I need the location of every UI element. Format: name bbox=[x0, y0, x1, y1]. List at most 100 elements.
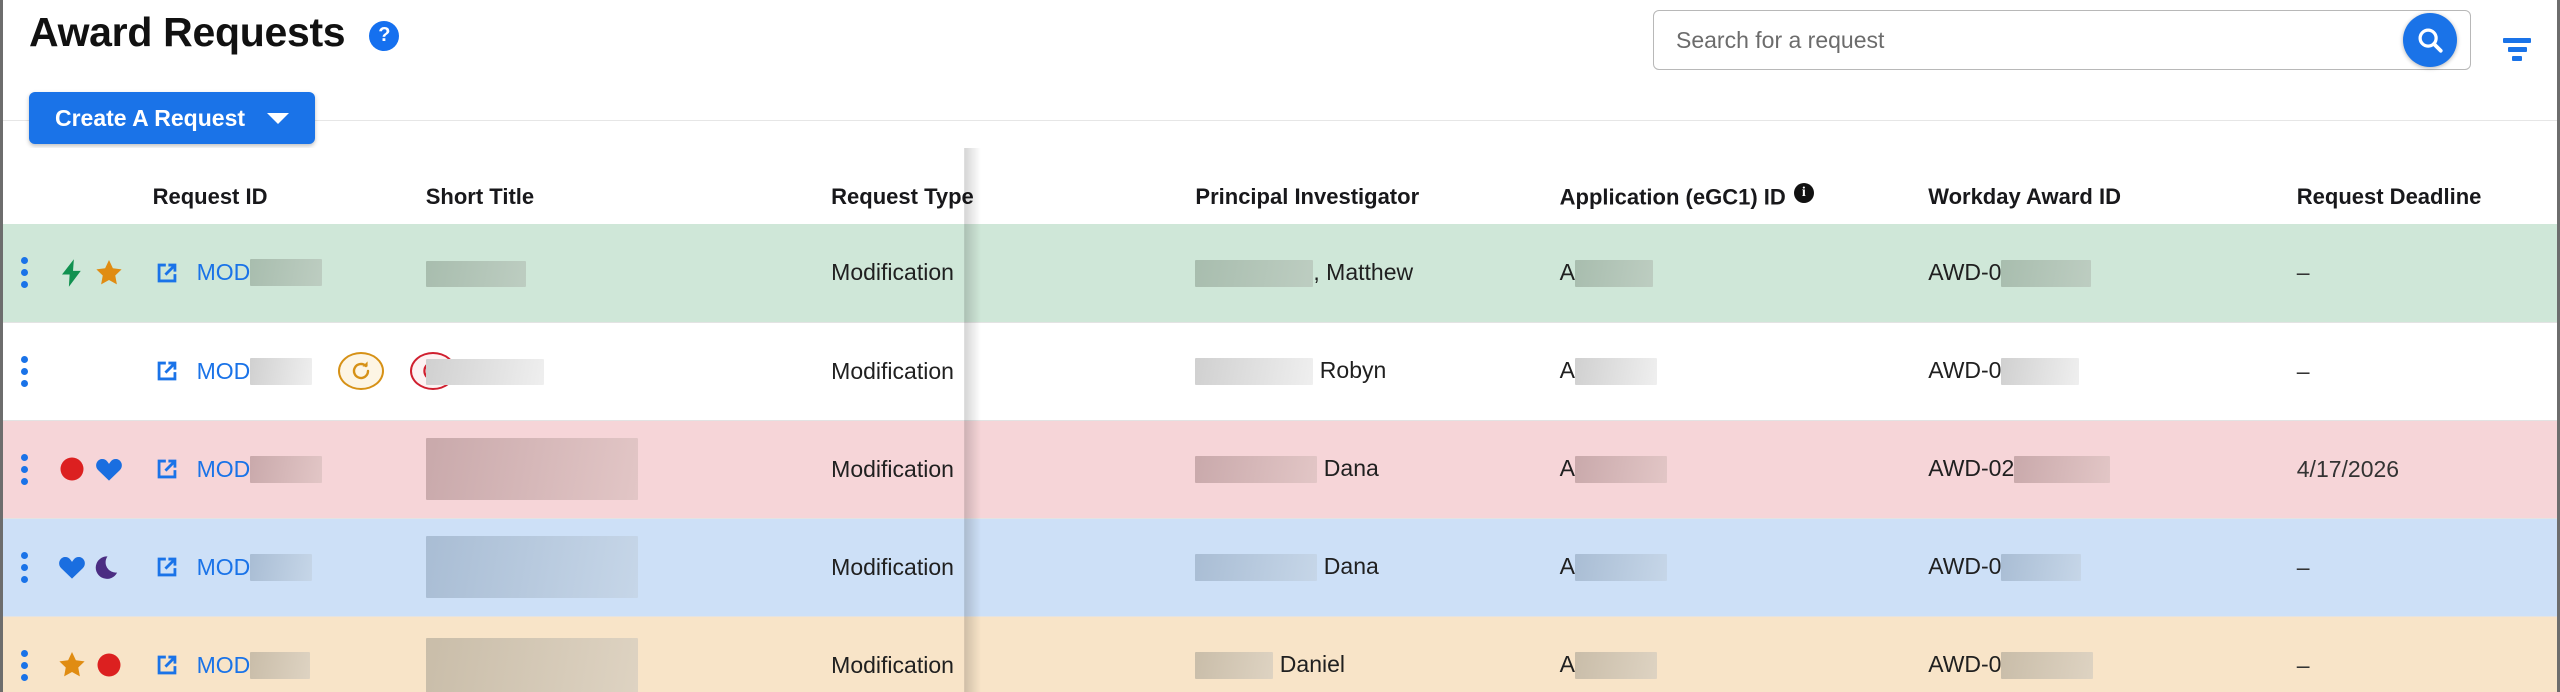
request-type-cell: Modification bbox=[831, 455, 954, 482]
col-short-title[interactable]: Short Title bbox=[425, 148, 832, 224]
external-link-icon[interactable] bbox=[153, 357, 181, 385]
application-egc1-id-prefix: A bbox=[1559, 552, 1575, 579]
application-egc1-id-cell: A bbox=[1560, 322, 1929, 420]
request-deadline-value: – bbox=[2296, 357, 2310, 384]
kebab-dot bbox=[21, 563, 28, 571]
request-id-link[interactable]: MOD bbox=[197, 259, 323, 287]
filter-bar-bottom bbox=[2512, 56, 2522, 61]
request-id-prefix: MOD bbox=[196, 651, 251, 678]
kebab-dot bbox=[21, 649, 28, 657]
row-actions-cell[interactable] bbox=[3, 518, 57, 616]
workday-award-id-cell: AWD-0 bbox=[1928, 322, 2297, 420]
request-deadline-cell: – bbox=[2297, 322, 2557, 420]
redacted-value bbox=[1195, 456, 1318, 484]
request-id-cell[interactable]: MOD bbox=[153, 616, 426, 692]
heart-blue-icon bbox=[96, 459, 123, 481]
kebab-dot bbox=[21, 257, 28, 265]
request-id-link[interactable]: MOD bbox=[196, 455, 323, 483]
row-flags-cell bbox=[57, 224, 152, 322]
request-id-cell[interactable]: MOD bbox=[153, 420, 426, 518]
more-options-icon[interactable] bbox=[21, 257, 29, 289]
col-workday-award-id[interactable]: Workday Award ID bbox=[1928, 148, 2297, 224]
request-id-cell[interactable]: MOD bbox=[153, 518, 426, 616]
kebab-dot bbox=[21, 673, 28, 681]
short-title-cell bbox=[425, 224, 831, 322]
kebab-dot bbox=[21, 575, 28, 583]
table-header: Request ID Short Title Request Type Prin… bbox=[3, 148, 2557, 224]
request-id-link[interactable]: MOD bbox=[196, 651, 311, 679]
external-link-icon[interactable] bbox=[153, 553, 181, 581]
kebab-dot bbox=[21, 477, 28, 485]
short-title-cell bbox=[425, 420, 831, 518]
kebab-dot bbox=[21, 281, 28, 289]
more-options-icon[interactable] bbox=[21, 453, 29, 485]
title-row: Award Requests ? bbox=[29, 9, 400, 55]
row-actions-cell[interactable] bbox=[3, 224, 57, 322]
redacted-value bbox=[1195, 358, 1314, 386]
principal-investigator-name: Dana bbox=[1317, 552, 1379, 579]
more-options-icon[interactable] bbox=[21, 649, 29, 681]
request-id-link[interactable]: MOD bbox=[197, 357, 313, 385]
header-divider bbox=[3, 120, 2557, 121]
create-a-request-label: Create A Request bbox=[55, 104, 246, 131]
col-request-type[interactable]: Request Type bbox=[831, 148, 1196, 224]
request-deadline-cell: 4/17/2026 bbox=[2297, 420, 2557, 518]
refresh-badge-amber[interactable] bbox=[338, 352, 385, 390]
workday-award-id-cell: AWD-02 bbox=[1928, 420, 2297, 518]
request-deadline-cell: – bbox=[2297, 616, 2557, 692]
row-actions-cell[interactable] bbox=[3, 616, 57, 692]
row-actions-cell[interactable] bbox=[3, 420, 57, 518]
kebab-dot bbox=[21, 453, 28, 461]
help-icon[interactable]: ? bbox=[369, 20, 400, 51]
request-id-wrap: MOD bbox=[153, 553, 426, 581]
redacted-value bbox=[425, 358, 544, 385]
external-link-icon[interactable] bbox=[153, 455, 181, 483]
request-type-cell: Modification bbox=[831, 259, 954, 286]
info-icon[interactable]: i bbox=[1793, 182, 1814, 203]
col-principal-investigator[interactable]: Principal Investigator bbox=[1195, 148, 1560, 224]
redacted-value bbox=[2001, 652, 2094, 680]
request-id-cell[interactable]: MOD bbox=[153, 322, 457, 420]
circle-red-icon bbox=[97, 653, 121, 677]
search-input[interactable] bbox=[1654, 11, 2470, 69]
external-link-icon[interactable] bbox=[153, 651, 181, 679]
requests-table-container: Request ID Short Title Request Type Prin… bbox=[3, 148, 2557, 692]
filter-icon[interactable] bbox=[2499, 38, 2535, 68]
request-id-cell[interactable]: MOD bbox=[153, 224, 426, 322]
redacted-value bbox=[2001, 554, 2082, 582]
principal-investigator-cell: , Matthew bbox=[1195, 224, 1559, 322]
more-options-icon[interactable] bbox=[21, 355, 29, 387]
request-id-prefix: MOD bbox=[196, 455, 251, 482]
principal-investigator-cell: Robyn bbox=[1195, 322, 1559, 420]
request-id-link[interactable]: MOD bbox=[197, 553, 313, 581]
request-type-cell: Modification bbox=[831, 651, 954, 678]
redacted-value bbox=[425, 637, 638, 692]
star-orange-icon bbox=[96, 259, 122, 285]
principal-investigator-name: Daniel bbox=[1273, 650, 1346, 677]
redacted-value bbox=[1574, 259, 1653, 287]
col-request-deadline[interactable]: Request Deadline bbox=[2296, 148, 2557, 224]
kebab-dot bbox=[21, 465, 28, 473]
create-a-request-button[interactable]: Create A Request bbox=[29, 92, 316, 144]
col-flags bbox=[57, 148, 153, 224]
workday-award-id-prefix: AWD-0 bbox=[1928, 552, 2002, 579]
external-link-icon[interactable] bbox=[153, 259, 181, 287]
application-egc1-id-cell: A bbox=[1560, 616, 1929, 692]
workday-award-id-cell: AWD-0 bbox=[1928, 224, 2297, 322]
row-actions-cell[interactable] bbox=[3, 322, 57, 420]
col-request-id[interactable]: Request ID bbox=[152, 148, 426, 224]
filter-bar-top bbox=[2503, 38, 2531, 43]
bolt-green-icon bbox=[62, 259, 81, 287]
more-options-icon[interactable] bbox=[21, 551, 29, 583]
redacted-value bbox=[1195, 652, 1274, 680]
request-type-cell: Modification bbox=[831, 553, 954, 580]
search-button[interactable] bbox=[2403, 13, 2457, 67]
principal-investigator-cell: Dana bbox=[1195, 420, 1559, 518]
